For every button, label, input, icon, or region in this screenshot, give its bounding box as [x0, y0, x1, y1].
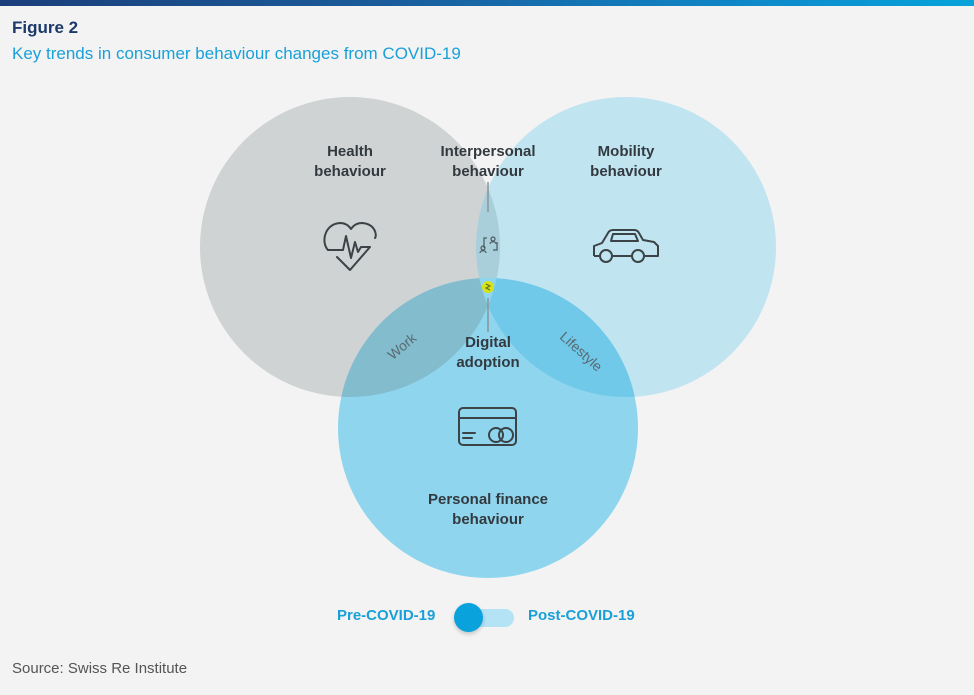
- digital-label-2: adoption: [456, 354, 519, 371]
- toggle-knob[interactable]: [454, 603, 483, 632]
- interpersonal-label-2: behaviour: [452, 163, 524, 180]
- car-icon: [593, 229, 659, 263]
- finance-label-1: Personal finance: [428, 491, 548, 508]
- finance-label-2: behaviour: [452, 511, 524, 528]
- lifestyle-overlap: [476, 278, 638, 397]
- mobility-label-2: behaviour: [590, 163, 662, 180]
- pre-covid-label[interactable]: Pre-COVID-19: [337, 607, 436, 624]
- post-covid-label[interactable]: Post-COVID-19: [528, 607, 635, 624]
- interpersonal-label-1: Interpersonal: [440, 143, 535, 160]
- digital-label-1: Digital: [465, 334, 511, 351]
- people-exchange-icon: [479, 236, 498, 254]
- virus-marker-icon[interactable]: [482, 281, 494, 293]
- health-label-1: Health: [327, 143, 373, 160]
- credit-card-icon: [458, 407, 517, 446]
- work-overlap: [338, 278, 500, 397]
- top-accent-bar: [0, 0, 974, 6]
- period-toggle[interactable]: Pre-COVID-19 Post-COVID-19: [0, 598, 974, 638]
- heart-pulse-icon: [323, 222, 377, 271]
- health-label-2: behaviour: [314, 163, 386, 180]
- source-note: Source: Swiss Re Institute: [12, 660, 188, 677]
- figure-label: Figure 2: [12, 18, 79, 37]
- mobility-label-1: Mobility: [598, 143, 655, 160]
- figure-title: Key trends in consumer behaviour changes…: [12, 44, 461, 63]
